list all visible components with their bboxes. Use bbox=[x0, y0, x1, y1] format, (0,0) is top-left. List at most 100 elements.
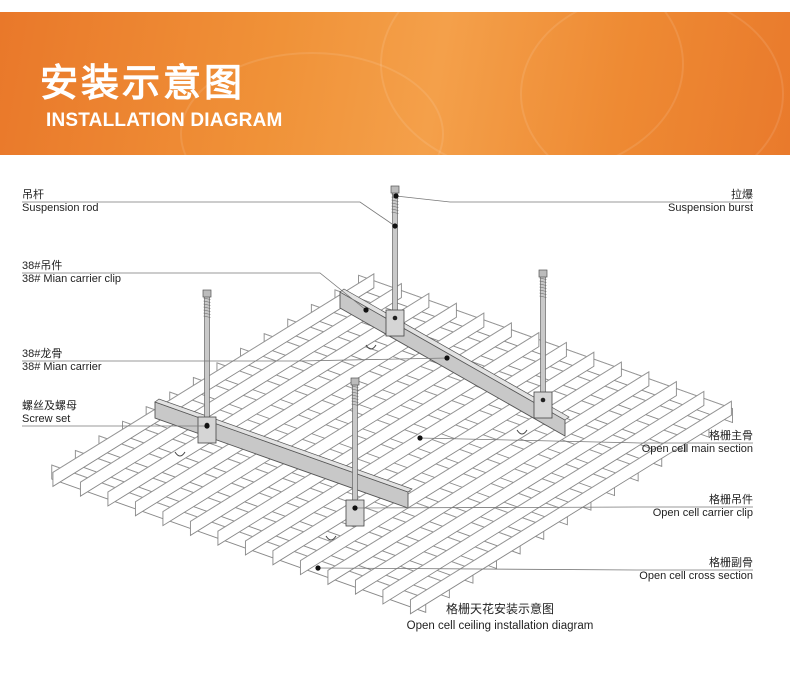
suspension-rod-1-anchor bbox=[202, 289, 212, 298]
label-main-carrier-cn: 38#龙骨 bbox=[22, 348, 63, 360]
suspension-rod-3-thread bbox=[391, 199, 399, 202]
suspension-rod-3 bbox=[392, 191, 398, 323]
grid-main-strip-top-edge bbox=[382, 391, 705, 591]
grid-main-strip-top-edge bbox=[355, 381, 677, 581]
label-open-cell-main-en: Open cell main section bbox=[641, 443, 753, 455]
suspension-rod-1-thread bbox=[203, 297, 211, 300]
banner-subtitle: INSTALLATION DIAGRAM bbox=[46, 110, 283, 131]
suspension-rod-2-thread bbox=[351, 397, 359, 400]
suspension-rod-4-thread bbox=[539, 280, 547, 283]
main-carrier-front-top bbox=[154, 398, 413, 493]
grid-main-strip-top-edge bbox=[300, 361, 622, 561]
suspension-rod-4-thread bbox=[539, 292, 547, 295]
grid-main-strip-top-edge bbox=[327, 371, 650, 571]
grid-main-strip-top-edge bbox=[410, 400, 732, 601]
suspension-rod-3-thread bbox=[391, 208, 399, 211]
label-screw-set-en: Screw set bbox=[22, 413, 71, 425]
grid-carrier-clip-2 bbox=[325, 535, 337, 541]
suspension-rod-1-thread bbox=[203, 306, 211, 309]
leader-open-cell-main-dot bbox=[417, 435, 423, 441]
label-suspension-rod: 吊杆 Suspension rod bbox=[22, 189, 98, 215]
banner-title: 安装示意图 bbox=[40, 61, 246, 105]
label-carrier-clip-en: 38# Mian carrier clip bbox=[22, 273, 122, 285]
suspension-rod-2-thread bbox=[351, 394, 359, 397]
label-suspension-burst: 拉爆 Suspension burst bbox=[668, 189, 753, 215]
suspension-rod-4-thread bbox=[539, 295, 547, 298]
leader-suspension-burst-dot bbox=[393, 193, 399, 199]
label-open-cell-main-cn: 格栅主骨 bbox=[709, 430, 753, 442]
suspension-rod-2-thread bbox=[351, 388, 359, 391]
label-open-cell-cross-en: Open cell cross section bbox=[639, 570, 753, 582]
label-suspension-rod-cn: 吊杆 bbox=[22, 189, 44, 201]
leader-suspension-rod-dot bbox=[392, 223, 398, 229]
suspension-rod-2-thread bbox=[351, 391, 359, 394]
leader-open-cell-clip-dot bbox=[352, 505, 358, 511]
suspension-rod-4-thread bbox=[539, 283, 547, 286]
suspension-rod-1-thread bbox=[203, 309, 211, 312]
label-leader-lines bbox=[22, 193, 753, 571]
leader-carrier-clip-dot bbox=[363, 307, 369, 313]
leader-open-cell-main bbox=[419, 437, 753, 444]
suspension-rod-1-thread bbox=[203, 303, 211, 306]
label-suspension-burst-en: Suspension burst bbox=[668, 202, 753, 214]
grid-main-strip-top-edge bbox=[245, 342, 567, 542]
label-open-cell-clip-en: Open cell carrier clip bbox=[652, 507, 753, 519]
carrier-clip-1 bbox=[197, 416, 217, 444]
suspension-rod-2 bbox=[352, 383, 358, 513]
caption-cn: 格栅天花安装示意图 bbox=[445, 602, 554, 616]
suspension-rod-4-anchor bbox=[538, 269, 548, 278]
label-carrier-clip-cn: 38#吊件 bbox=[22, 260, 63, 272]
suspension-rod-2-thread bbox=[351, 403, 359, 406]
grid-main-strip-top-edge bbox=[52, 273, 375, 473]
grid-main-strip-top-edge bbox=[80, 283, 402, 483]
leader-main-carrier bbox=[22, 357, 448, 362]
leader-carrier-clip bbox=[22, 272, 367, 311]
label-open-cell-cross: 格栅副骨 Open cell cross section bbox=[639, 557, 753, 583]
carrier-clip-3 bbox=[385, 309, 405, 337]
label-suspension-burst-cn: 拉爆 bbox=[731, 189, 753, 201]
label-main-carrier-en: 38# Mian carrier bbox=[22, 361, 102, 373]
grid-carrier-clip-3 bbox=[365, 344, 377, 350]
screw-dot bbox=[540, 397, 546, 403]
header-banner: 安装示意图 INSTALLATION DIAGRAM bbox=[0, 12, 790, 155]
suspension-rod-4-thread bbox=[539, 289, 547, 292]
suspension-hardware bbox=[154, 185, 570, 541]
carrier-clip-4 bbox=[533, 391, 553, 419]
suspension-rod-4-thread bbox=[539, 286, 547, 289]
label-screw-set: 螺丝及螺母 Screw set bbox=[22, 400, 77, 426]
label-open-cell-main: 格栅主骨 Open cell main section bbox=[642, 430, 753, 456]
label-suspension-rod-en: Suspension rod bbox=[22, 202, 99, 214]
label-open-cell-cross-cn: 格栅副骨 bbox=[709, 557, 753, 569]
suspension-rod-2-anchor bbox=[350, 377, 360, 386]
suspension-rod-3-anchor bbox=[390, 185, 400, 194]
caption-en: Open cell ceiling installation diagram bbox=[406, 620, 594, 632]
grid-carrier-clip-1 bbox=[174, 451, 186, 457]
suspension-rod-1-thread bbox=[203, 315, 211, 318]
leader-suspension-burst bbox=[395, 195, 753, 203]
label-screw-set-cn: 螺丝及螺母 bbox=[22, 400, 77, 412]
label-open-cell-clip-cn: 格栅吊件 bbox=[709, 494, 753, 506]
suspension-rod-3-thread bbox=[391, 202, 399, 205]
label-open-cell-clip: 格栅吊件 Open cell carrier clip bbox=[653, 494, 753, 520]
screw-dot bbox=[392, 315, 398, 321]
carrier-clip-2 bbox=[345, 499, 365, 527]
diagram-caption: 格栅天花安装示意图 Open cell ceiling installation… bbox=[380, 600, 620, 632]
suspension-rod-2-thread bbox=[351, 400, 359, 403]
suspension-rod-3-thread bbox=[391, 211, 399, 214]
grid-carrier-clip-4 bbox=[516, 429, 528, 435]
leader-suspension-rod bbox=[22, 201, 396, 227]
suspension-rod-1-thread bbox=[203, 300, 211, 303]
suspension-rod-2-thread bbox=[351, 385, 359, 388]
suspension-rod-3-thread bbox=[391, 205, 399, 208]
leader-open-cell-cross-dot bbox=[315, 565, 321, 571]
leader-screw-set-dot bbox=[204, 423, 210, 429]
suspension-rod-4-thread bbox=[539, 277, 547, 280]
suspension-rod-1-thread bbox=[203, 312, 211, 315]
label-main-carrier: 38#龙骨 38# Mian carrier bbox=[22, 348, 101, 374]
leader-open-cell-cross bbox=[317, 567, 753, 571]
leader-main-carrier-dot bbox=[444, 355, 450, 361]
suspension-rod-1 bbox=[204, 295, 210, 429]
suspension-rod-4 bbox=[540, 275, 546, 405]
label-carrier-clip: 38#吊件 38# Mian carrier clip bbox=[22, 260, 121, 286]
